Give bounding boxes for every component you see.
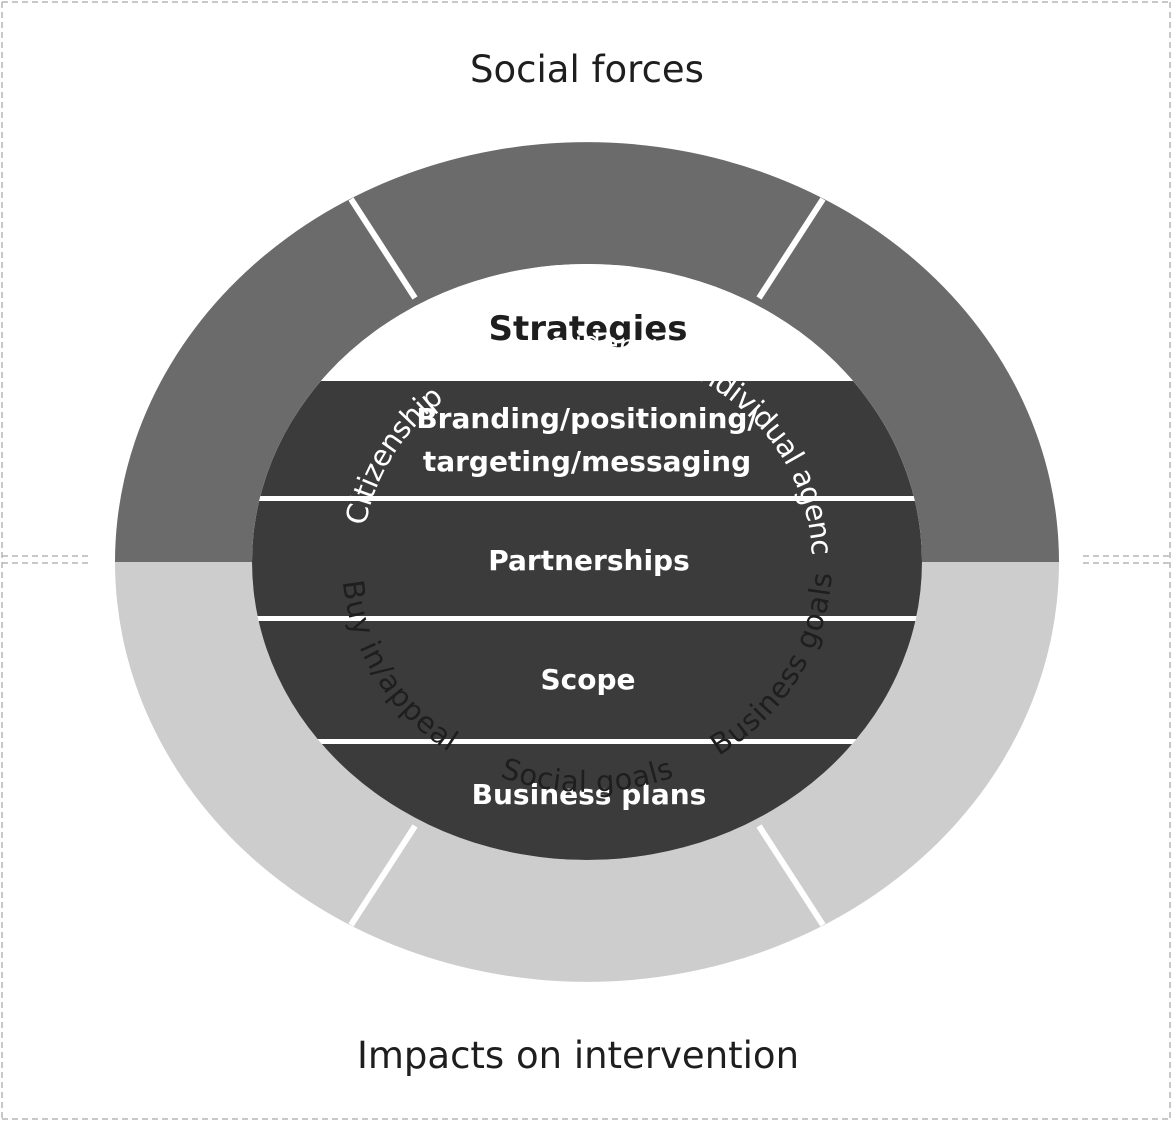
band-label-branding-line1: Branding/positioning/ <box>416 402 758 435</box>
top-heading: Social forces <box>470 48 704 91</box>
strategy-band-branding <box>252 381 922 496</box>
band-label-business-plans: Business plans <box>472 778 707 811</box>
ring-dividers <box>348 197 826 927</box>
center-title: Strategies <box>488 309 687 349</box>
band-label-partnerships: Partnerships <box>488 544 690 577</box>
social-forces-ring <box>115 142 1059 562</box>
band-label-branding-line2: targeting/messaging <box>423 445 751 478</box>
strategy-band-partnerships <box>252 501 922 616</box>
impacts-ring <box>115 562 1059 982</box>
strategy-band-scope <box>252 621 922 739</box>
band-label-scope: Scope <box>540 663 635 696</box>
bottom-heading: Impacts on intervention <box>357 1034 799 1077</box>
